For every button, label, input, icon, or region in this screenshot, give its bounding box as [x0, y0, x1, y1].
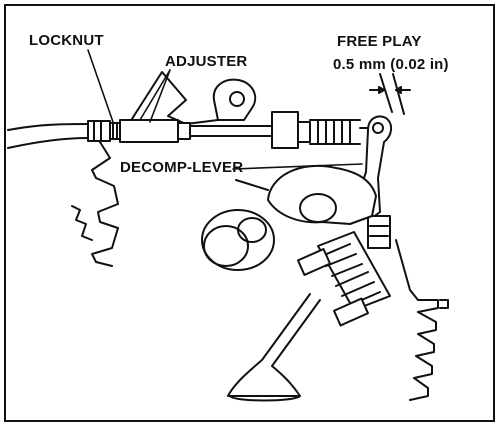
leader-lines — [87, 49, 363, 170]
rocker-arm — [235, 164, 377, 225]
cylinder-head-fins — [395, 239, 449, 401]
valve-spring-assembly — [296, 231, 391, 327]
adjuster-label: ADJUSTER — [165, 53, 248, 70]
locknut-adjuster-assembly — [87, 119, 191, 143]
inner-cable — [189, 125, 276, 137]
cable-sheath — [7, 123, 89, 149]
locknut-label: LOCKNUT — [29, 32, 104, 49]
decomp-lever-label: DECOMP-LEVER — [120, 159, 244, 176]
free-play-label: FREE PLAY — [337, 33, 422, 50]
cable-boot — [309, 119, 376, 145]
diagram-frame — [4, 4, 495, 422]
free-play-dimension — [369, 73, 411, 115]
free-play-value: 0.5 mm (0.02 in) — [333, 56, 449, 73]
camshaft-lobe — [201, 209, 275, 271]
valve — [227, 293, 321, 402]
cable-bracket — [212, 78, 311, 149]
